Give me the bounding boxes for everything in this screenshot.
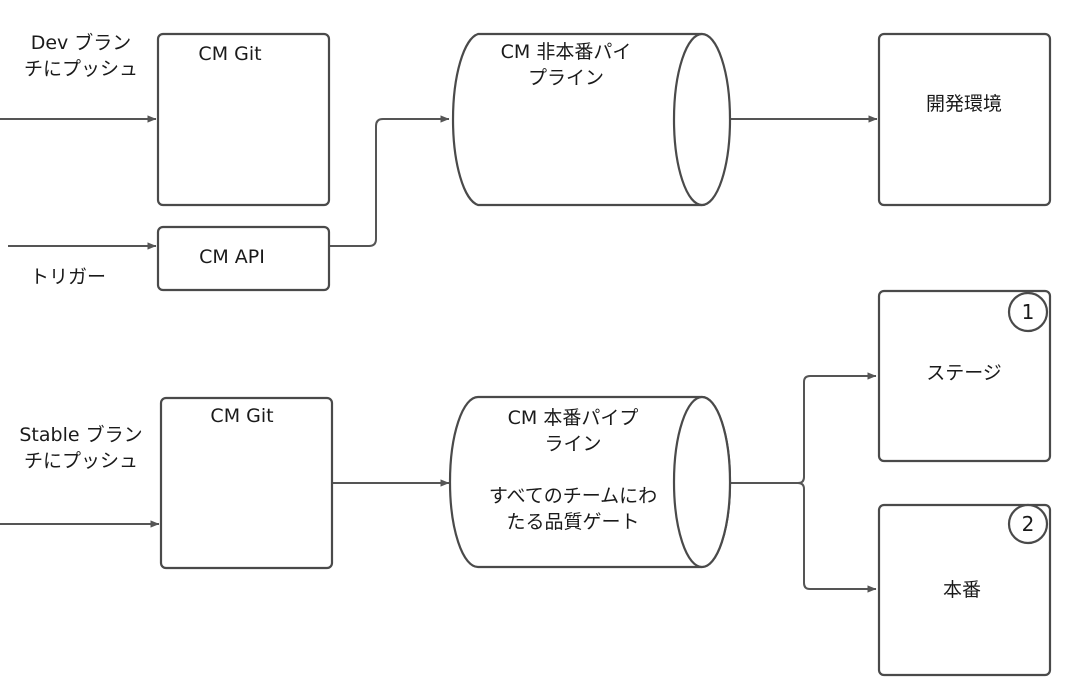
edge-prod-pipeline-to-production bbox=[797, 482, 877, 593]
production-badge bbox=[1007, 503, 1049, 545]
nonprod-pipeline-label-line2: プライン bbox=[528, 67, 604, 89]
stable-push-label-line2: チにプッシュ bbox=[24, 450, 138, 472]
cm-api-box bbox=[156, 225, 331, 292]
stage-badge bbox=[1007, 291, 1049, 333]
nonprod-pipeline-cylinder bbox=[451, 32, 732, 207]
cm-api-label: CM API bbox=[199, 246, 265, 268]
dev-push-label-line1: Dev ブラン bbox=[31, 31, 132, 54]
stable-push-label-line1: Stable ブラン bbox=[19, 423, 142, 446]
cm-git-top-label: CM Git bbox=[198, 43, 261, 65]
trigger-label: トリガー bbox=[30, 266, 106, 288]
prod-pipeline-label-line1: CM 本番パイプ bbox=[508, 407, 639, 429]
dev-env-label: 開発環境 bbox=[926, 93, 1002, 115]
prod-pipeline-cylinder bbox=[448, 395, 732, 569]
dev-env-box bbox=[877, 32, 1052, 207]
edge-prod-pipeline-to-stage bbox=[731, 372, 877, 484]
cm-git-top-box bbox=[156, 32, 331, 207]
prod-pipeline-label-line4: すべてのチームにわ bbox=[489, 485, 657, 507]
stage-label: ステージ bbox=[926, 362, 1002, 384]
production-box bbox=[877, 503, 1052, 677]
stage-box bbox=[877, 289, 1052, 463]
dev-push-label-line2: チにプッシュ bbox=[24, 58, 138, 80]
prod-pipeline-label-line2: ライン bbox=[544, 433, 601, 455]
edge-api-to-nonprod-pipeline bbox=[329, 115, 450, 247]
production-badge-number: 2 bbox=[1022, 512, 1035, 536]
cm-git-bottom-label: CM Git bbox=[210, 405, 273, 427]
cm-git-bottom-box bbox=[159, 396, 334, 570]
production-label: 本番 bbox=[943, 579, 981, 601]
nonprod-pipeline-label-line1: CM 非本番パイ bbox=[501, 41, 632, 63]
stage-badge-number: 1 bbox=[1022, 300, 1035, 324]
prod-pipeline-label-line5: たる品質ゲート bbox=[506, 511, 639, 533]
